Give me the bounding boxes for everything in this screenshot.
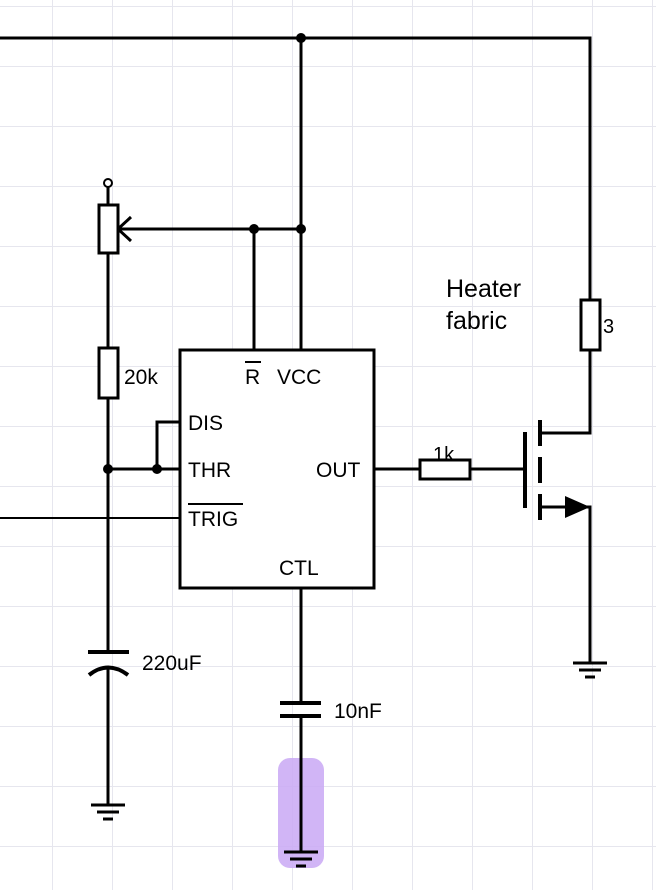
- ground-symbol-left: [91, 803, 125, 821]
- cap-10nf-label: 10nF: [334, 700, 382, 723]
- dis-wire: [155, 420, 180, 469]
- resistor-heater-label: 3: [603, 316, 614, 338]
- ground-symbol-ctl[interactable]: [284, 850, 318, 868]
- pin-vcc-label: VCC: [277, 366, 321, 389]
- heater-label-line2: fabric: [446, 307, 507, 335]
- pin-thr-label: THR: [188, 459, 231, 482]
- mosfet-arrow: [565, 496, 590, 518]
- resistor-20k-label: 20k: [124, 366, 158, 389]
- resistor-20k[interactable]: [97, 346, 120, 400]
- cap-220uf-label: 220uF: [142, 652, 202, 675]
- mosfet-drain: [540, 350, 592, 435]
- pin-out-label: OUT: [316, 459, 361, 482]
- mosfet-source: [540, 505, 592, 663]
- potentiometer-body[interactable]: [97, 203, 120, 255]
- pin-trig-label: TRIG: [188, 508, 238, 531]
- resistor-heater[interactable]: [579, 298, 602, 352]
- heater-label-line1: Heater: [446, 275, 521, 303]
- pin-dis-label: DIS: [188, 412, 223, 435]
- pot-terminal: [103, 178, 113, 188]
- top-rail-wire: [0, 36, 592, 300]
- pin-reset-label: R: [245, 366, 260, 389]
- resistor-1k-label: 1k: [433, 444, 455, 466]
- ground-symbol-mosfet: [573, 661, 607, 679]
- pin-ctl-label: CTL: [279, 557, 319, 580]
- ic-555-body[interactable]: [178, 348, 376, 590]
- cap-220uf-bottom-plate[interactable]: [87, 665, 130, 677]
